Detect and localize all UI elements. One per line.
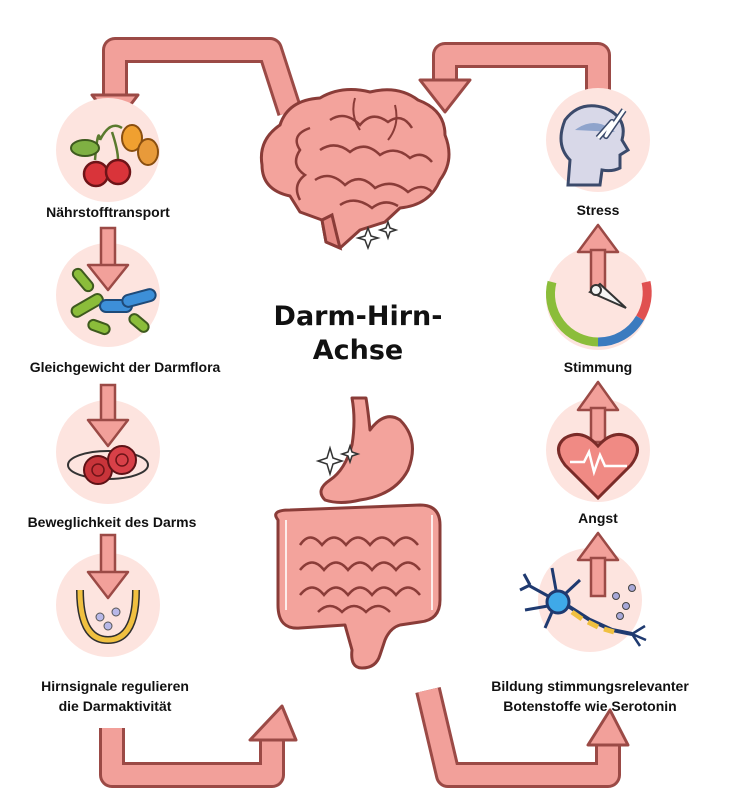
stressed-head-icon xyxy=(559,104,631,187)
cherries-icon xyxy=(70,124,159,188)
title-line-1: Darm-Hirn- xyxy=(273,301,443,332)
label-angst: Angst xyxy=(578,510,618,526)
neuron-icon xyxy=(519,567,647,647)
left-circle-4 xyxy=(56,553,160,657)
label-hirnsignale-line-1: Hirnsignale regulieren xyxy=(41,678,189,694)
diagram-title: Darm-Hirn- Achse xyxy=(274,300,443,368)
intestinal-wall-icon xyxy=(76,589,140,645)
loop-arrow-top-right xyxy=(418,42,611,114)
left-down-arrow-2 xyxy=(86,383,130,448)
digestive-system-icon xyxy=(274,396,442,670)
label-botenstoffe: Bildung stimmungsrelevanter Botenstoffe … xyxy=(491,676,689,716)
label-hirnsignale-line-2: die Darmaktivität xyxy=(58,698,172,714)
label-botenstoffe-line-1: Bildung stimmungsrelevanter xyxy=(491,678,689,694)
left-down-arrow-1 xyxy=(86,226,130,292)
right-up-arrow-3 xyxy=(576,531,620,598)
loop-arrow-bottom-right xyxy=(415,687,630,788)
right-circle-2 xyxy=(546,246,650,350)
label-botenstoffe-line-2: Botenstoffe wie Serotonin xyxy=(503,698,677,714)
left-down-arrow-3 xyxy=(86,533,130,600)
loop-arrow-bottom-left xyxy=(99,704,298,788)
right-up-arrow-2 xyxy=(576,380,620,444)
right-circle-4 xyxy=(538,548,642,652)
title-line-2: Achse xyxy=(312,335,404,366)
label-beweglichkeit-darm: Beweglichkeit des Darms xyxy=(27,514,197,530)
mood-gauge-icon xyxy=(545,280,652,347)
heart-pulse-icon xyxy=(557,432,639,501)
label-gleichgewicht-darmflora: Gleichgewicht der Darmflora xyxy=(29,359,221,375)
bacteria-icon xyxy=(70,267,157,336)
label-naehrstofftransport: Nährstofftransport xyxy=(46,204,170,220)
label-stimmung: Stimmung xyxy=(563,359,633,375)
left-circle-1 xyxy=(56,98,160,202)
label-stress: Stress xyxy=(576,202,620,218)
label-hirnsignale: Hirnsignale regulieren die Darmaktivität xyxy=(41,676,189,716)
gut-cells-icon xyxy=(67,445,149,485)
brain-icon xyxy=(259,88,451,251)
